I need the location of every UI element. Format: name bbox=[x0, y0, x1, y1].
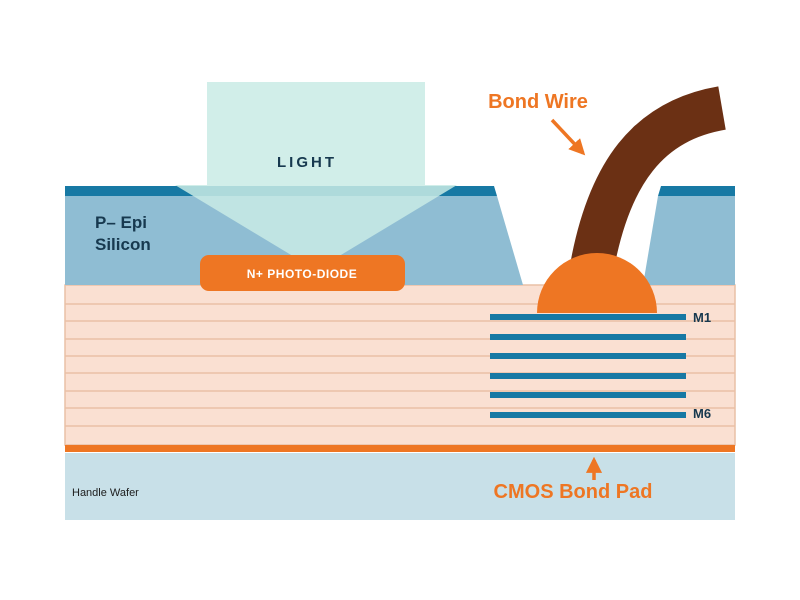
metal-layers bbox=[490, 314, 686, 418]
p-epi-label-line2: Silicon bbox=[95, 235, 151, 254]
metal-layer-bar-m6 bbox=[490, 412, 686, 418]
m6-label: M6 bbox=[693, 406, 711, 421]
handle-wafer-layer bbox=[65, 453, 735, 520]
photodiode-label: N+ PHOTO-DIODE bbox=[247, 267, 357, 281]
light-label: LIGHT bbox=[277, 154, 337, 171]
bond-wire-label: Bond Wire bbox=[488, 91, 588, 113]
metal-layer-bar-m1 bbox=[490, 314, 686, 320]
bond-wire-arrow bbox=[550, 118, 586, 156]
silicon-layer-right bbox=[643, 196, 735, 285]
metal-layer-bar bbox=[490, 392, 686, 398]
bond-wire bbox=[567, 86, 727, 289]
photodiode bbox=[200, 255, 405, 291]
metal-layer-bar bbox=[490, 373, 686, 379]
metal-layer-bar bbox=[490, 334, 686, 340]
p-epi-label-line1: P– Epi bbox=[95, 213, 147, 232]
bond-pad-layer bbox=[65, 445, 735, 452]
top-coating-right bbox=[658, 186, 735, 196]
light-beam-arrow bbox=[175, 82, 457, 270]
m1-label: M1 bbox=[693, 310, 711, 325]
bond-ball bbox=[537, 253, 657, 313]
handle-wafer-label: Handle Wafer bbox=[72, 487, 139, 499]
metal-layer-bar bbox=[490, 353, 686, 359]
cmos-bond-pad-label: CMOS Bond Pad bbox=[494, 481, 653, 503]
